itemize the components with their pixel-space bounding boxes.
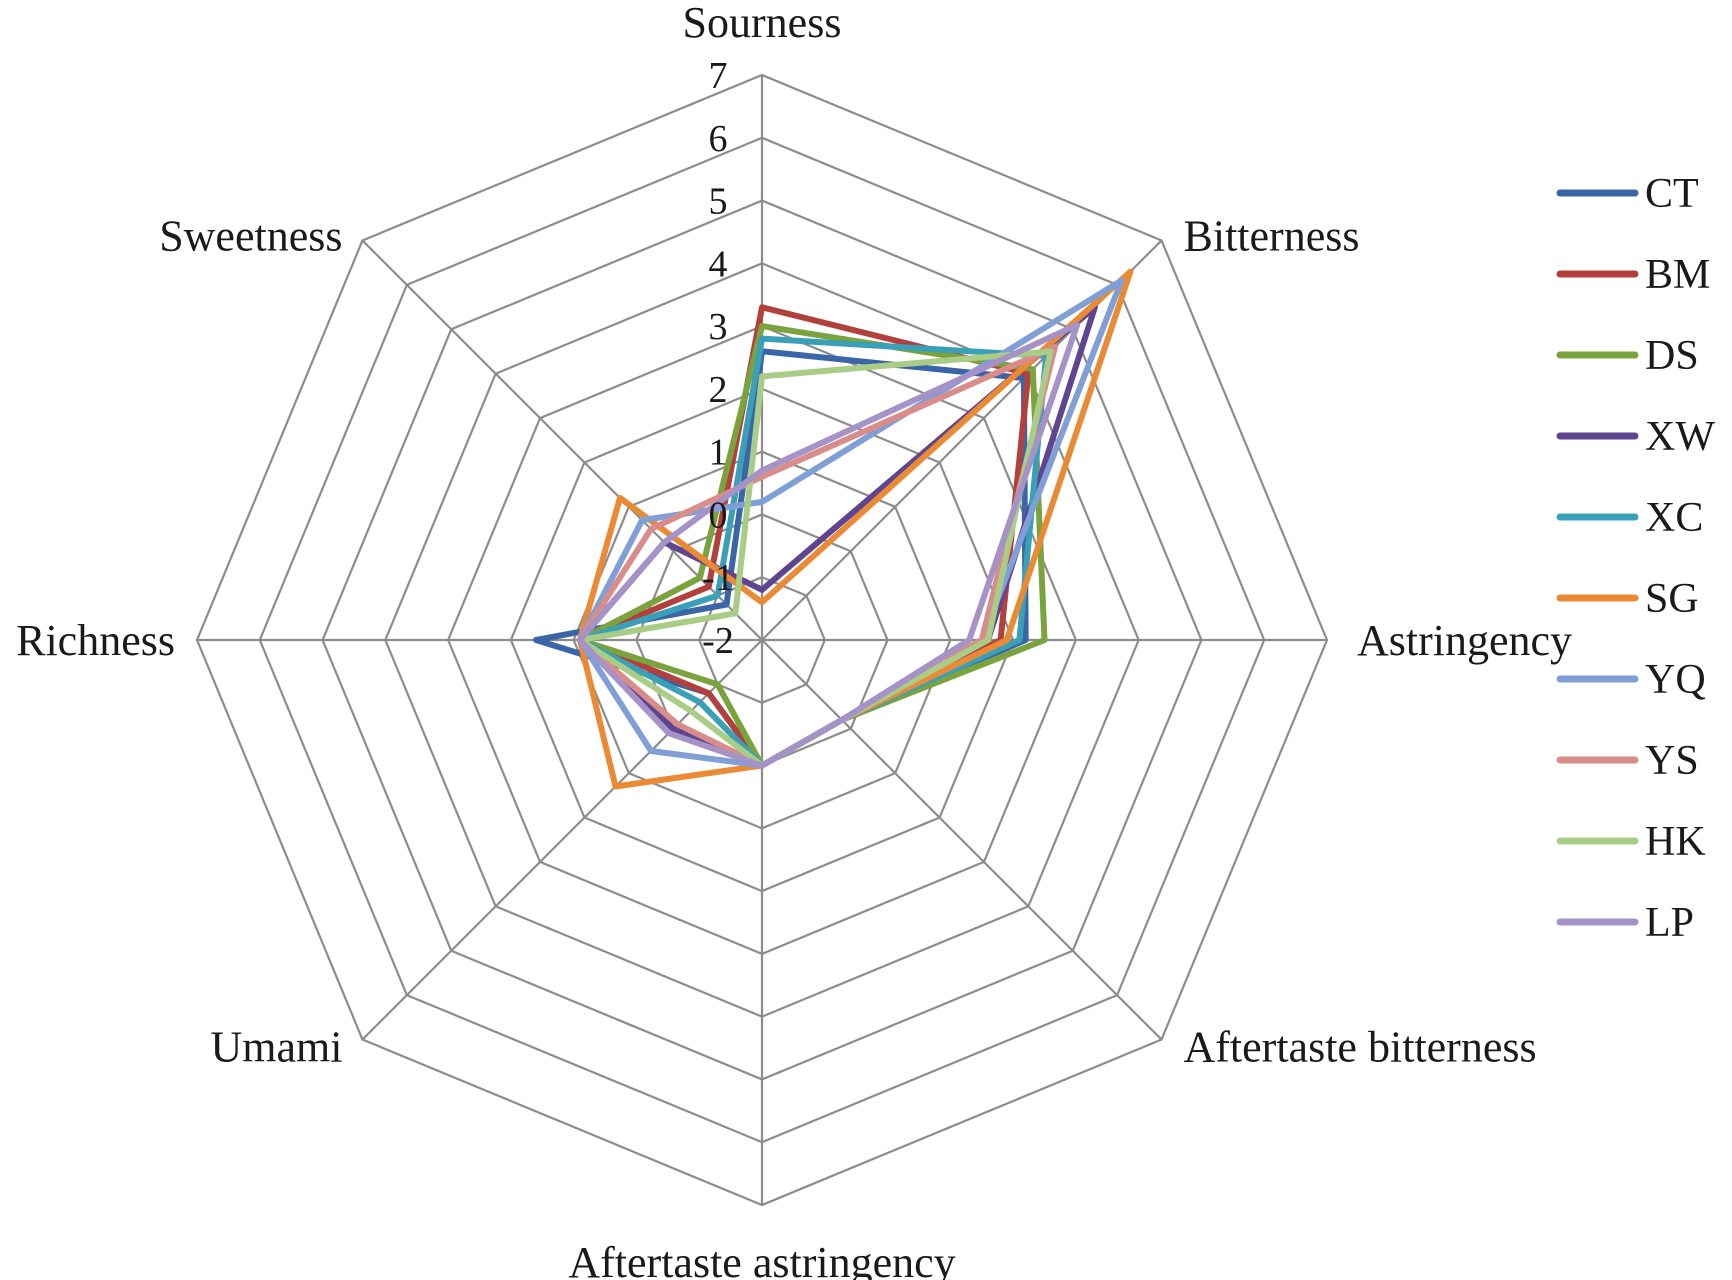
axis-spoke xyxy=(361,239,763,641)
tick-label: -1 xyxy=(702,557,734,599)
tick-label: 2 xyxy=(709,369,728,411)
legend-label-bm: BM xyxy=(1645,252,1710,298)
legend-label-xw: XW xyxy=(1645,414,1715,460)
tick-label: 6 xyxy=(709,118,728,160)
grid-layer xyxy=(195,73,1329,1207)
series-lp xyxy=(576,321,1081,769)
axis-label-aftertaste-bitterness: Aftertaste bitterness xyxy=(1184,1023,1537,1072)
axis-label-bitterness: Bitterness xyxy=(1184,212,1360,261)
tick-label: 0 xyxy=(709,494,728,536)
legend-label-yq: YQ xyxy=(1645,657,1706,703)
tick-label: 3 xyxy=(709,306,728,348)
axis-label-aftertaste-astringency: Aftertaste astringency xyxy=(568,1238,955,1280)
axis-label-richness: Richness xyxy=(16,616,175,665)
axis-spoke xyxy=(361,639,763,1041)
legend-label-ds: DS xyxy=(1645,333,1699,379)
axis-label-sweetness: Sweetness xyxy=(159,212,342,261)
legend-label-lp: LP xyxy=(1645,900,1694,946)
tick-label: 1 xyxy=(709,432,728,474)
legend-label-hk: HK xyxy=(1645,819,1706,865)
series-layer xyxy=(533,268,1134,790)
axis-label-sourness: Sourness xyxy=(683,0,842,47)
axis-label-umami: Umami xyxy=(211,1023,343,1072)
axis-label-layer: SournessBitternessAstringencyAftertaste … xyxy=(16,0,1572,1280)
legend-label-ys: YS xyxy=(1645,738,1699,784)
legend-label-xc: XC xyxy=(1645,495,1703,541)
tick-label: 4 xyxy=(709,243,728,285)
legend-label-ct: CT xyxy=(1645,171,1699,217)
tick-label: -2 xyxy=(702,620,734,662)
tick-layer: -2 -1 0 1 2 3 4 5 6 7 xyxy=(702,55,734,662)
legend: CT BM DS XW XC SG YQ YS HK LP xyxy=(1556,171,1715,946)
series-ct xyxy=(533,348,1029,769)
axis-spoke xyxy=(761,639,1163,1041)
tick-label: 7 xyxy=(709,55,728,97)
legend-label-sg: SG xyxy=(1645,576,1699,622)
tick-label: 5 xyxy=(709,181,728,223)
axis-label-astringency: Astringency xyxy=(1357,616,1572,665)
